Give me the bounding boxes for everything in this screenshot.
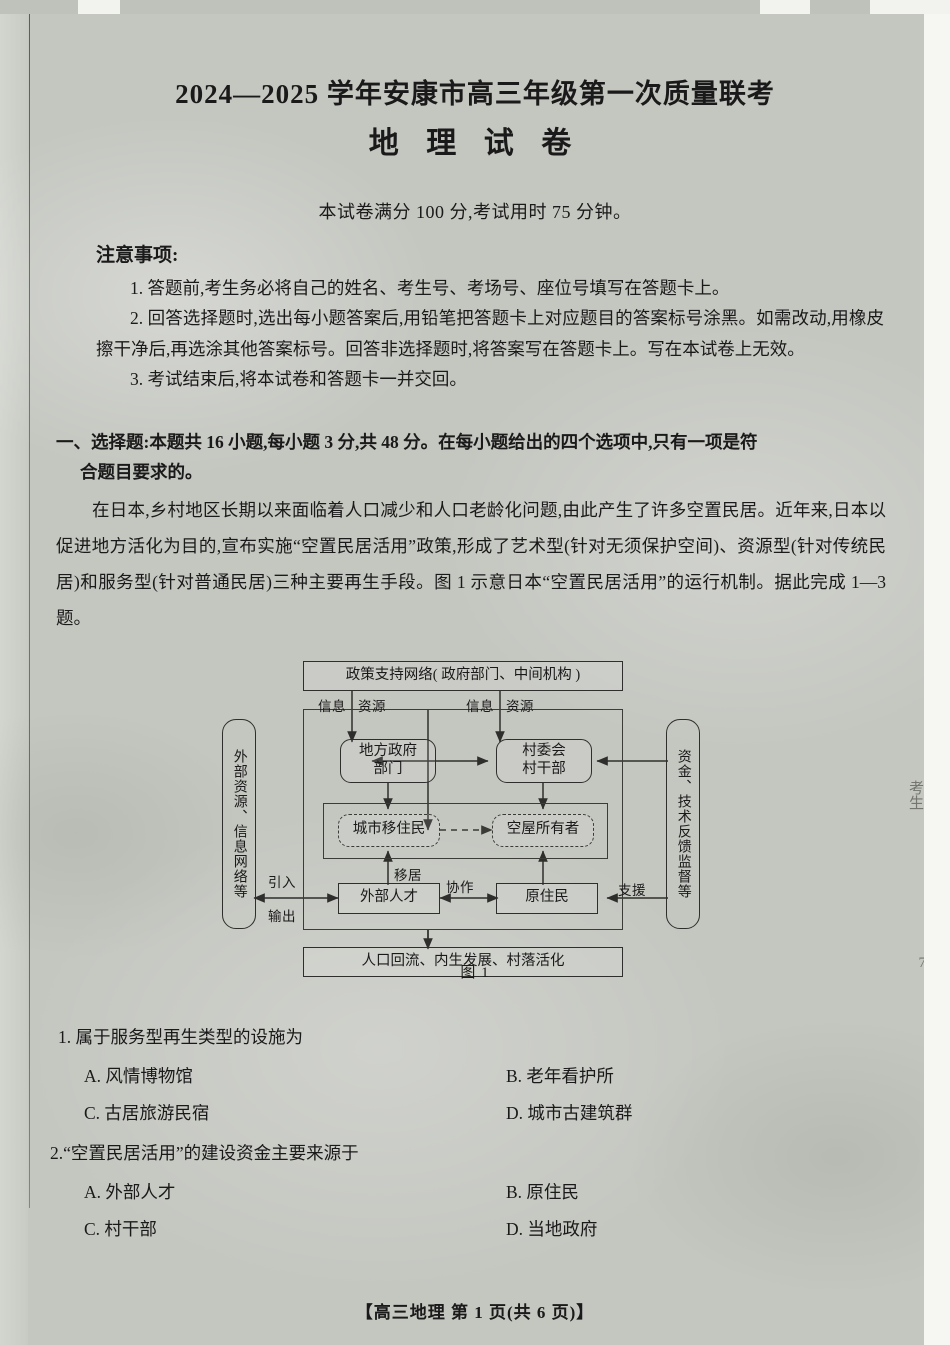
figure-inner-container <box>323 802 608 859</box>
figure-node-city-migrant: 城市移住民 <box>338 813 440 847</box>
figure-node-external-talent: 外部人才 <box>338 882 440 914</box>
figure-label-introduce: 引入 <box>268 874 296 890</box>
figure-label-output: 输出 <box>268 908 296 924</box>
figure-node-external-resources: 外部资源、信息网络等 <box>222 718 256 929</box>
reading-passage: 在日本,乡村地区长期以来面临着人口减少和人口老龄化问题,由此产生了许多空置民居。… <box>56 500 886 628</box>
figure-node-label: 资金、技术反馈监督等 <box>675 748 691 899</box>
figure-label-migrate: 移居 <box>394 867 422 883</box>
figure-node-label: 部门 <box>373 760 403 777</box>
option-b[interactable]: B. 原住民 <box>506 1181 579 1202</box>
note-item: 2. 回答选择题时,选出每小题答案后,用铅笔把答题卡上对应题目的答案标号涂黑。如… <box>96 308 884 359</box>
question-stem: 2.“空置民居活用”的建设资金主要来源于 <box>50 1142 359 1163</box>
figure-node-label: 空屋所有者 <box>506 821 580 838</box>
notes-section: 注意事项: 1. 答题前,考生务必将自己的姓名、考生号、考场号、座位号填写在答题… <box>0 240 950 393</box>
scan-left-shadow <box>0 0 28 1345</box>
section-heading: 一、选择题:本题共 16 小题,每小题 3 分,共 48 分。在每小题给出的四个… <box>0 428 950 488</box>
option-b[interactable]: B. 老年看护所 <box>506 1065 614 1086</box>
figure-node-funding-feedback: 资金、技术反馈监督等 <box>666 718 700 929</box>
figure-caption: 图 1 <box>460 964 490 981</box>
option-d[interactable]: D. 城市古建筑群 <box>506 1102 633 1123</box>
figure-label-support: 支援 <box>618 882 646 898</box>
option-c[interactable]: C. 村干部 <box>84 1218 157 1239</box>
option-a[interactable]: A. 风情博物馆 <box>84 1065 193 1086</box>
page-footer: 【高三地理 第 1 页(共 6 页)】 <box>355 1303 595 1322</box>
figure-node-label: 外部资源、信息网络等 <box>231 748 247 899</box>
figure-node-outcome: 人口回流、内生发展、村落活化 <box>303 946 623 977</box>
figure-node-village-committee: 村委会 村干部 <box>496 738 592 783</box>
figure-node-label: 村干部 <box>522 760 566 777</box>
question-item: 1. 属于服务型再生类型的设施为 A. 风情博物馆 B. 老年看护所 C. 古居… <box>58 1023 890 1125</box>
section-heading-line2: 合题目要求的。 <box>80 461 203 482</box>
figure-node-native-resident: 原住民 <box>496 882 598 914</box>
scan-edge-line <box>29 8 30 1208</box>
note-item: 1. 答题前,考生务必将自己的姓名、考生号、考场号、座位号填写在答题卡上。 <box>130 278 730 299</box>
figure-label-information-2: 信息 <box>466 698 494 714</box>
exam-title: 2024—2025 学年安康市高三年级第一次质量联考 <box>175 79 775 109</box>
figure-label-cooperate: 协作 <box>446 879 474 895</box>
figure-node-label: 外部人才 <box>360 889 418 906</box>
figure-outer-container <box>303 708 623 930</box>
figure-node-vacant-house-owner: 空屋所有者 <box>492 813 594 847</box>
figure-1: 政策支持网络( 政府部门、中间机构 ) 地方政府 部门 村委会 村干部 城市移住… <box>0 643 950 995</box>
question-options: C. 古居旅游民宿 D. 城市古建筑群 <box>58 1100 890 1125</box>
figure-label-information-1: 信息 <box>318 698 346 714</box>
figure-node-label: 原住民 <box>525 889 569 906</box>
figure-label-resource-2: 资源 <box>506 698 534 714</box>
scan-top-strip <box>0 0 950 14</box>
note-item: 3. 考试结束后,将本试卷和答题卡一并交回。 <box>130 368 467 389</box>
section-heading-line1: 一、选择题:本题共 16 小题,每小题 3 分,共 48 分。在每小题给出的四个… <box>56 431 758 452</box>
figure-node-local-government: 地方政府 部门 <box>340 738 436 783</box>
paper-title: 地 理 试 卷 <box>368 127 582 161</box>
scan-right-margin <box>924 12 950 1345</box>
figure-node-label: 城市移住民 <box>352 821 426 838</box>
figure-node-label: 村委会 <box>522 743 566 760</box>
figure-node-label: 政策支持网络( 政府部门、中间机构 ) <box>345 666 581 683</box>
questions-list: 1. 属于服务型再生类型的设施为 A. 风情博物馆 B. 老年看护所 C. 古居… <box>0 995 950 1241</box>
question-options: A. 风情博物馆 B. 老年看护所 <box>58 1063 890 1088</box>
option-d[interactable]: D. 当地政府 <box>506 1218 598 1239</box>
notes-heading: 注意事项: <box>96 245 179 267</box>
question-stem: 1. 属于服务型再生类型的设施为 <box>58 1026 303 1047</box>
margin-mark-top: 考生 <box>907 780 923 810</box>
question-item: 2.“空置民居活用”的建设资金主要来源于 A. 外部人才 B. 原住民 C. 村… <box>50 1139 890 1241</box>
score-and-time-line: 本试卷满分 100 分,考试用时 75 分钟。 <box>318 202 632 223</box>
option-a[interactable]: A. 外部人才 <box>84 1181 176 1202</box>
figure-connectors <box>253 690 668 950</box>
margin-mark-bottom: 7 <box>918 955 927 971</box>
figure-node-policy-network: 政策支持网络( 政府部门、中间机构 ) <box>303 660 623 691</box>
figure-label-resource-1: 资源 <box>358 698 386 714</box>
question-options: A. 外部人才 B. 原住民 <box>58 1179 890 1204</box>
option-c[interactable]: C. 古居旅游民宿 <box>84 1102 210 1123</box>
question-options: C. 村干部 D. 当地政府 <box>58 1216 890 1241</box>
figure-node-label: 人口回流、内生发展、村落活化 <box>361 952 565 969</box>
figure-node-label: 地方政府 <box>359 743 417 760</box>
